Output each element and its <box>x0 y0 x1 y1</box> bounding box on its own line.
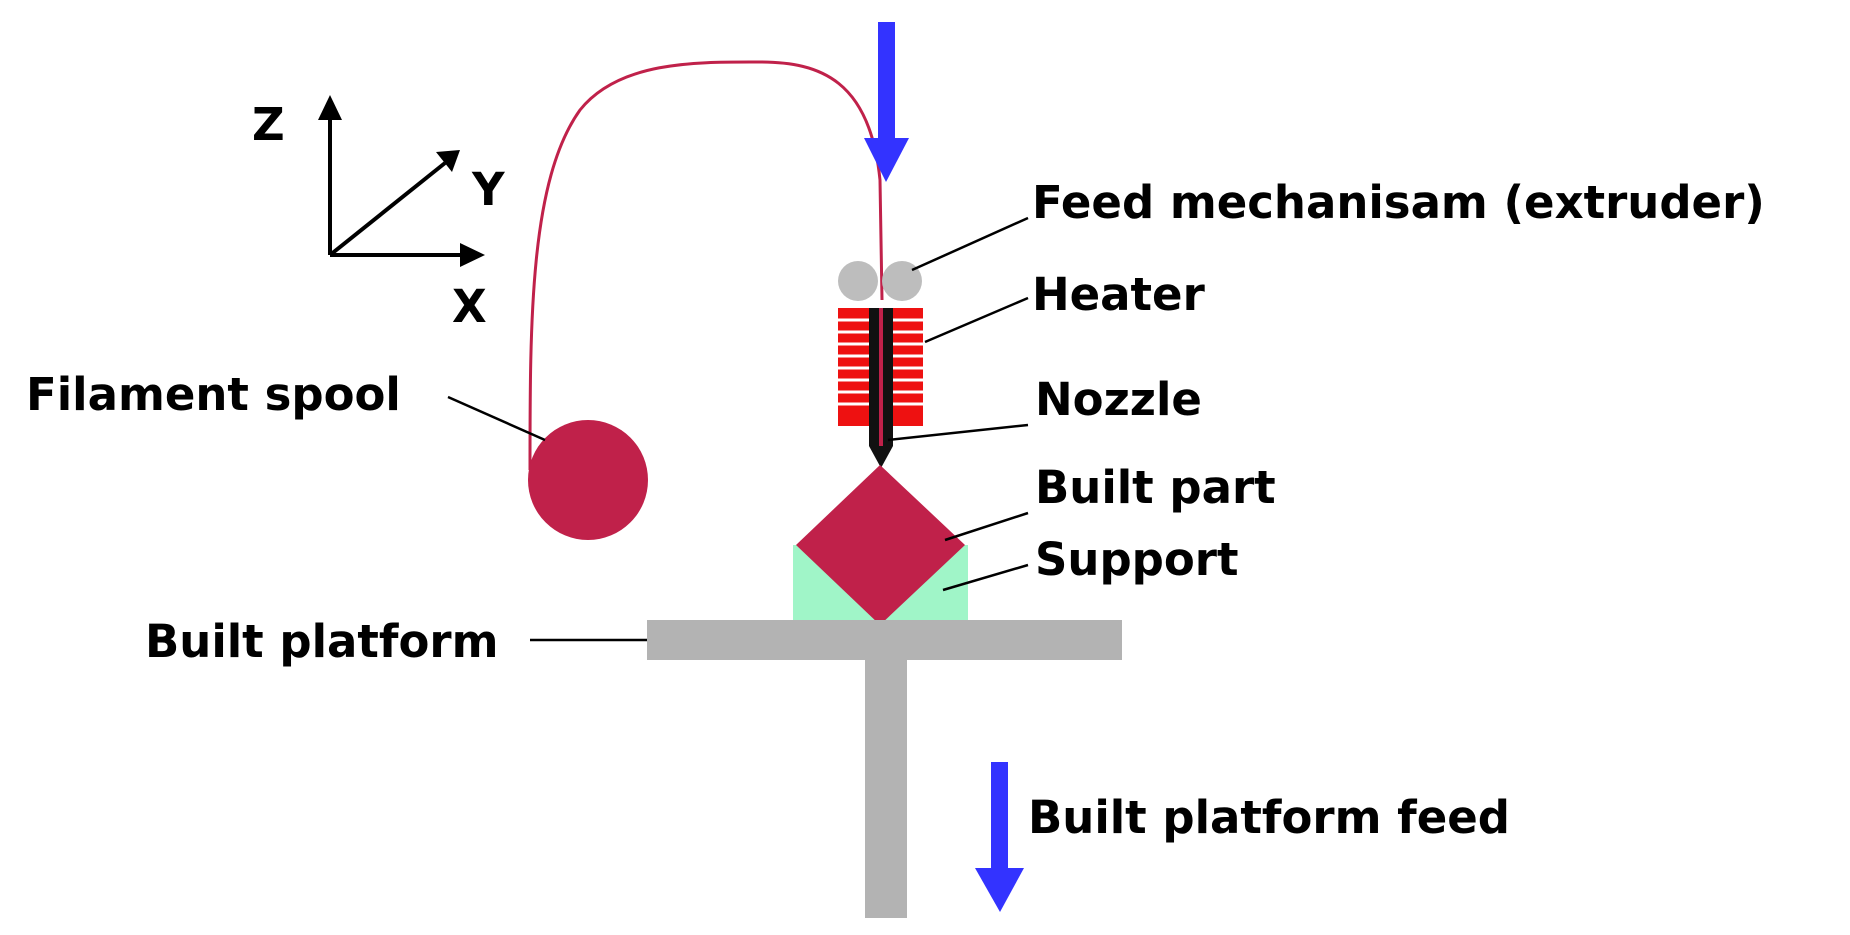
leader-nozzle <box>887 423 1029 442</box>
y-axis-arrowhead <box>436 150 460 172</box>
axes-indicator: Z Y X <box>252 95 506 333</box>
label-built-part: Built part <box>1035 461 1276 514</box>
label-feed-mechanism: Feed mechanisam (extruder) <box>1032 176 1765 229</box>
y-axis-label: Y <box>471 163 506 216</box>
feed-roller-right <box>882 261 922 301</box>
feed-roller-left <box>838 261 878 301</box>
z-axis-arrowhead <box>318 95 342 120</box>
z-axis-label: Z <box>252 98 285 151</box>
platform-feed-arrow <box>975 762 1024 912</box>
y-axis-arrow <box>328 161 447 257</box>
label-built-platform: Built platform <box>145 615 498 668</box>
label-filament-spool: Filament spool <box>26 368 401 421</box>
leader-support <box>942 563 1029 592</box>
leader-feed-mechanism <box>911 216 1029 272</box>
built-part <box>796 465 965 625</box>
x-axis-label: X <box>452 280 487 333</box>
filament-strand <box>528 60 884 471</box>
label-built-platform-feed: Built platform feed <box>1028 791 1510 844</box>
filament-spool <box>528 420 648 540</box>
x-axis-arrowhead <box>460 243 485 267</box>
leader-filament-spool <box>447 395 546 442</box>
label-support: Support <box>1035 533 1239 586</box>
filament-feed-arrow <box>864 22 909 182</box>
leader-heater <box>924 296 1029 344</box>
built-platform-stem <box>865 660 907 918</box>
leader-built-part <box>944 511 1029 542</box>
built-platform <box>647 620 1122 660</box>
label-nozzle: Nozzle <box>1035 373 1202 426</box>
label-heater: Heater <box>1032 268 1206 321</box>
nozzle <box>869 308 893 468</box>
